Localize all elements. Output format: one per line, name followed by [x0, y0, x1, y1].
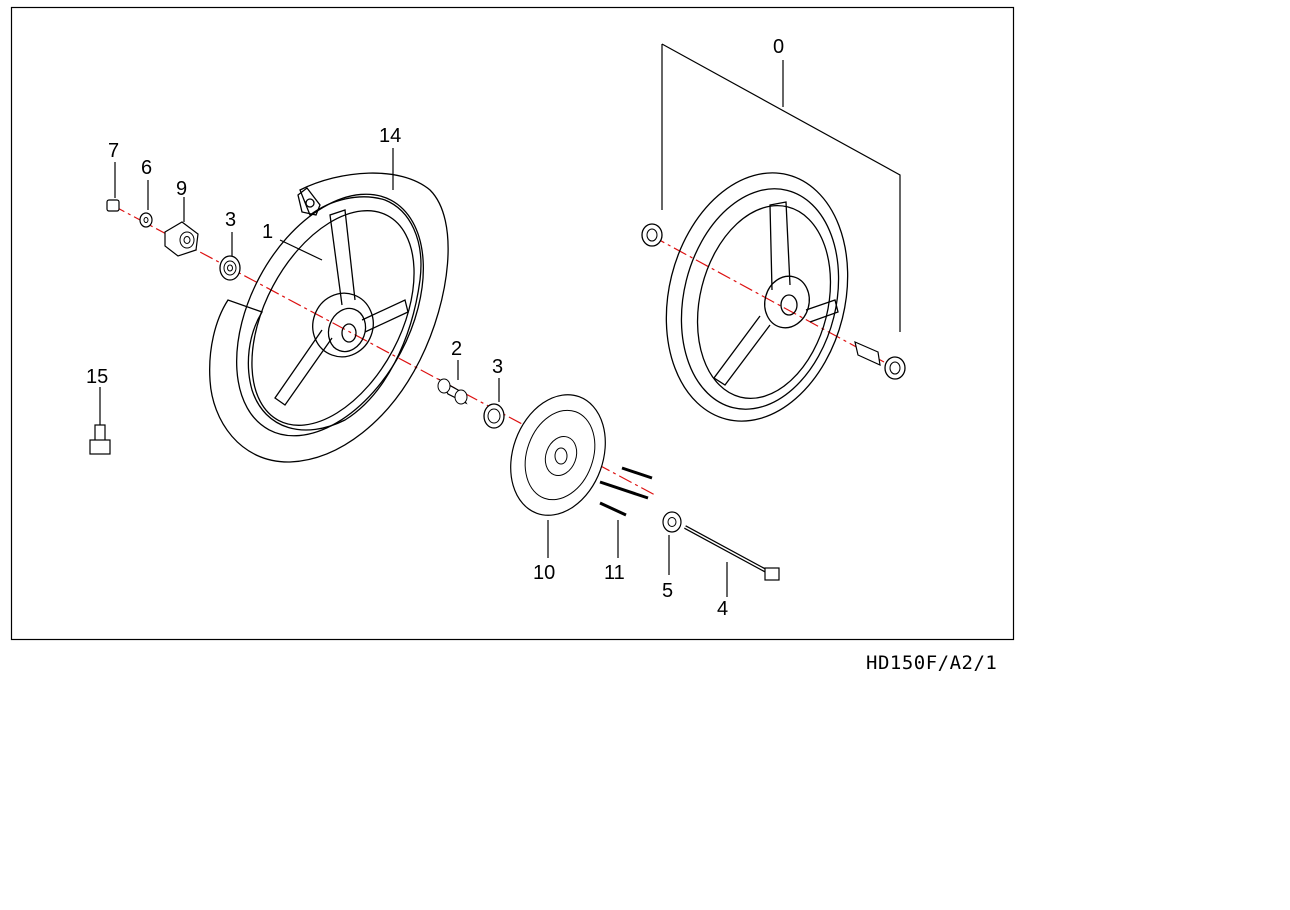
callout-14: 14	[379, 125, 401, 147]
callout-5: 5	[662, 580, 673, 602]
leader-lines	[99, 43, 901, 597]
axle-centerline-right	[651, 235, 896, 369]
callout-15: 15	[86, 366, 108, 388]
bolts-11	[599, 466, 653, 517]
callout-7: 7	[108, 140, 119, 162]
callout-6: 6	[141, 157, 152, 179]
callout-10: 10	[533, 562, 555, 584]
callout-2: 2	[451, 338, 462, 360]
left-wheel	[235, 187, 425, 437]
gear-box-9	[164, 221, 199, 257]
callout-1: 1	[262, 221, 273, 243]
axle-4	[684, 525, 780, 581]
callout-0: 0	[773, 36, 784, 58]
nut-7	[106, 199, 120, 212]
bearing-3-left	[219, 255, 241, 281]
spacer-right	[854, 340, 881, 367]
diagram-frame	[10, 6, 1015, 641]
valve-15	[89, 424, 111, 455]
callout-4: 4	[717, 598, 728, 620]
callout-3-right: 3	[492, 356, 503, 378]
figure-code: HD150F/A2/1	[866, 652, 998, 674]
callout-3-left: 3	[225, 209, 236, 231]
bearing-3-right	[483, 403, 505, 429]
bearing-right-front	[641, 223, 663, 247]
tire	[209, 172, 449, 463]
washer-6	[139, 212, 153, 228]
spacer-2	[437, 378, 468, 405]
collar-5	[662, 511, 682, 533]
right-wheel	[665, 172, 849, 422]
callout-9: 9	[176, 178, 187, 200]
brake-disc-10	[510, 394, 606, 516]
bearing-right-rear	[884, 356, 906, 380]
callout-11: 11	[604, 562, 625, 584]
